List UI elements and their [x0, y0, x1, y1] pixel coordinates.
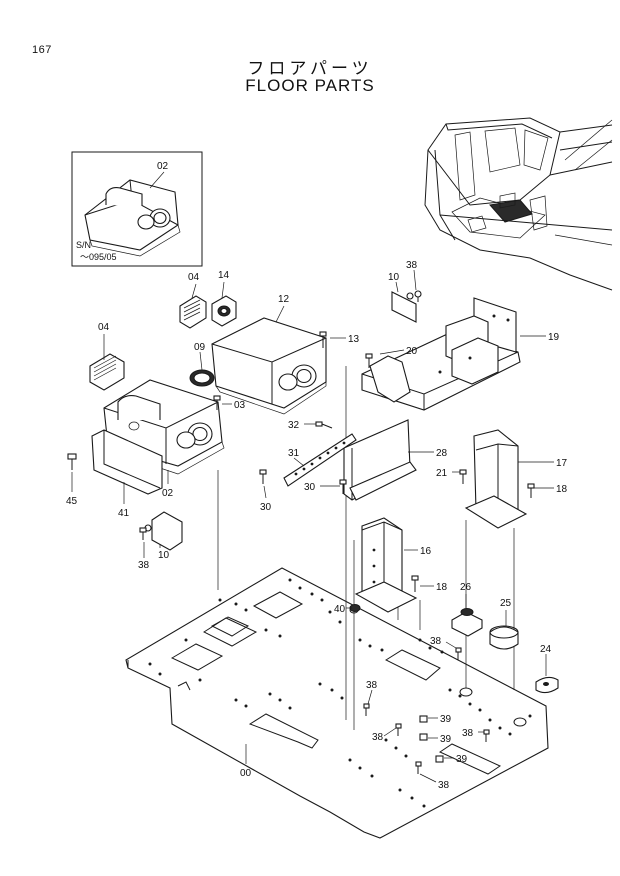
rail-31 — [283, 433, 357, 487]
duct-ring-09 — [189, 369, 215, 387]
grommet-24 — [535, 676, 559, 694]
callout-21: 21 — [436, 468, 448, 479]
callout-10-upper: 10 — [388, 272, 400, 283]
callout-04-upper: 04 — [188, 272, 200, 283]
callout-32: 32 — [288, 420, 300, 431]
callout-41: 41 — [118, 508, 130, 519]
support-stand-17 — [464, 429, 528, 529]
callout-38-center: 38 — [430, 636, 442, 647]
callout-38-bottom: 38 — [438, 780, 450, 791]
cover-plate-10-upper — [391, 291, 417, 323]
callout-09: 09 — [194, 342, 206, 353]
callout-10-lower: 10 — [158, 550, 170, 561]
excavator-cab-illustration — [424, 117, 613, 291]
callout-38-mid: 38 — [366, 680, 378, 691]
callout-02-inset: 02 — [157, 161, 169, 172]
callout-16: 16 — [420, 546, 432, 557]
callout-38-top: 38 — [406, 260, 418, 271]
page-title-japanese: フロアパーツ — [247, 59, 373, 78]
callout-30-right: 30 — [304, 482, 316, 493]
inset-sn-range: ～095/05 — [80, 252, 117, 262]
callout-38-lower-left: 38 — [372, 732, 384, 743]
callout-39-lower: 39 — [456, 754, 468, 765]
cap-26 — [451, 608, 483, 637]
callout-25: 25 — [500, 598, 512, 609]
serial-number-inset: S/N ～095/05 02 — [71, 151, 203, 267]
inset-sn-label: S/N — [76, 240, 91, 250]
floor-plate-bolt-holes — [148, 578, 532, 808]
callout-12: 12 — [278, 294, 290, 305]
callout-19: 19 — [548, 332, 560, 343]
callout-18-right: 18 — [556, 484, 568, 495]
callout-04-lower: 04 — [98, 322, 110, 333]
page-title-english: FLOOR PARTS — [245, 76, 375, 95]
callout-17: 17 — [556, 458, 568, 469]
callout-labels: 04 14 12 10 38 13 19 04 09 20 03 32 28 3… — [66, 260, 568, 791]
bracket-41 — [91, 429, 163, 495]
page-number: 167 — [32, 44, 52, 56]
callout-31: 31 — [288, 448, 300, 459]
mounting-bracket-19 — [361, 297, 521, 411]
callout-03: 03 — [234, 400, 246, 411]
callout-39-middle: 39 — [440, 734, 452, 745]
callout-00: 00 — [240, 768, 252, 779]
callout-18-center: 18 — [436, 582, 448, 593]
air-vent-04-upper — [179, 295, 207, 329]
callout-28: 28 — [436, 448, 448, 459]
callout-02-main: 02 — [162, 488, 174, 499]
air-vent-04-lower — [89, 353, 125, 391]
cap-25 — [489, 625, 519, 650]
cover-plate-10-lower — [144, 511, 183, 551]
callout-38-left: 38 — [138, 560, 150, 571]
callout-40: 40 — [334, 604, 346, 615]
callout-26: 26 — [460, 582, 472, 593]
support-stand-16 — [354, 517, 418, 613]
callout-leader-lines — [71, 269, 554, 783]
heater-unit-12 — [211, 317, 327, 415]
callout-13: 13 — [348, 334, 360, 345]
callout-14: 14 — [218, 270, 230, 281]
vent-cover-14 — [211, 295, 237, 327]
floor-plate-00 — [125, 567, 549, 839]
callout-39-upper: 39 — [440, 714, 452, 725]
bracket-28 — [343, 419, 417, 501]
callout-20: 20 — [406, 346, 418, 357]
callout-24: 24 — [540, 644, 552, 655]
bolts-and-fasteners — [67, 290, 535, 774]
callout-30-left: 30 — [260, 502, 272, 513]
callout-38-lower-right: 38 — [462, 728, 474, 739]
callout-45: 45 — [66, 496, 78, 507]
